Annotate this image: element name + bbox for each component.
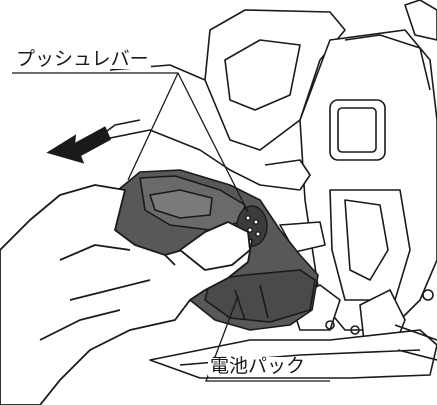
battery-leader-line (205, 295, 330, 382)
push-lever-label: プッシュレバー (14, 48, 151, 70)
push-lever-leader-line-2 (127, 72, 179, 181)
arrow-left-icon (46, 126, 112, 164)
callout-lines (12, 72, 330, 382)
hand-icon (0, 184, 253, 405)
battery-pack-label: 電池パック (208, 355, 308, 377)
